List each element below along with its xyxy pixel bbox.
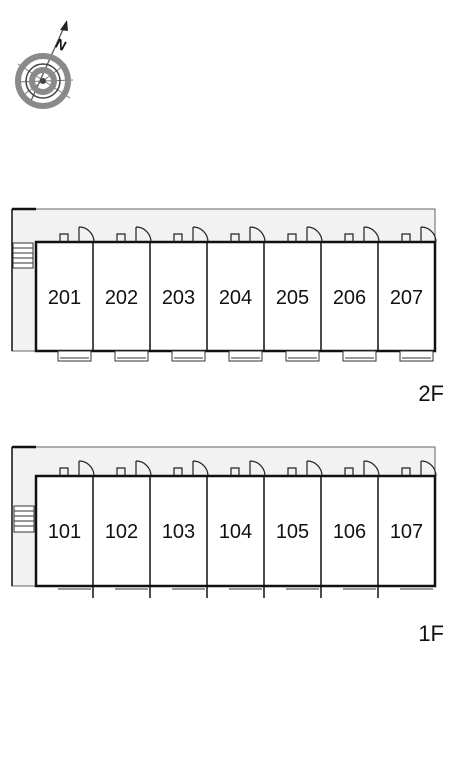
staircase-icon [12,242,34,269]
room-201-label: 201 [48,287,81,309]
room-206-label: 206 [333,287,366,309]
room-103-label: 103 [162,521,195,543]
floor-1f-plan: 101 102 103 104 105 106 107 1F [11,445,444,646]
floor-2f-plan: 201 202 203 204 205 206 207 2F [11,207,444,406]
staircase-icon [13,505,35,533]
compass-north-label: N [53,35,69,54]
compass-rose-icon: N [15,20,74,109]
room-104-label: 104 [219,521,252,543]
floor-label-2f: 2F [418,381,444,406]
room-205-label: 205 [276,287,309,309]
room-203-label: 203 [162,287,195,309]
room-202-label: 202 [105,287,138,309]
room-101-label: 101 [48,521,81,543]
room-105-label: 105 [276,521,309,543]
balcony [57,350,434,362]
room-106-label: 106 [333,521,366,543]
door-icon [59,226,437,243]
room-102-label: 102 [105,521,138,543]
room-207-label: 207 [390,287,423,309]
room-107-label: 107 [390,521,423,543]
door-icon [59,460,437,477]
room-204-label: 204 [219,287,252,309]
floor-label-1f: 1F [418,621,444,646]
